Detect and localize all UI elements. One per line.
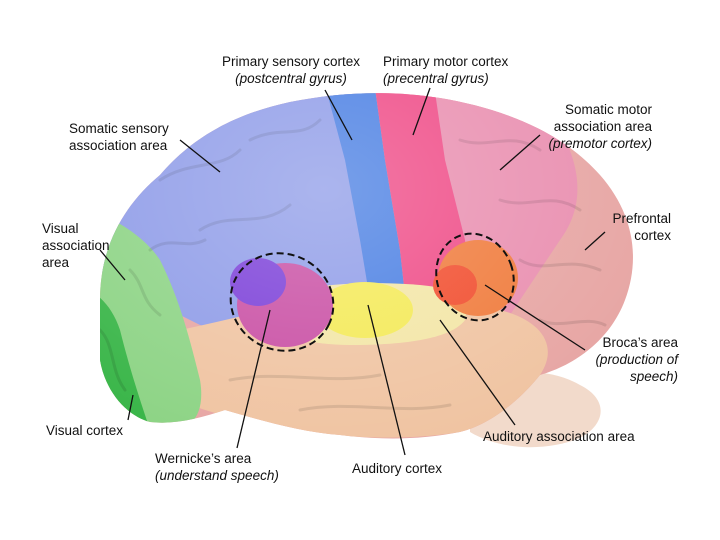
label-auditory-assoc-title: Auditory association area — [483, 429, 635, 444]
label-somatic-motor-sub: (premotor cortex) — [548, 136, 652, 151]
label-prefrontal-line2: cortex — [634, 228, 671, 243]
label-wernicke-title: Wernicke’s area — [155, 451, 252, 466]
leader-somatic-motor — [499, 134, 541, 171]
label-primary-motor-cortex: Primary motor cortex (precentral gyrus) — [383, 53, 508, 87]
broca-outline — [435, 232, 515, 322]
label-primary-sensory-cortex: Primary sensory cortex (postcentral gyru… — [222, 53, 360, 87]
label-visual-assoc-line2: association — [42, 238, 110, 253]
label-primary-sensory-title: Primary sensory cortex — [222, 54, 361, 69]
leader-somatic-sensory — [179, 139, 221, 173]
label-primary-motor-title: Primary motor cortex — [383, 54, 509, 69]
label-visual-assoc-line1: Visual — [42, 221, 79, 236]
label-somatic-motor-association: Somatic motor association area (premotor… — [548, 101, 652, 152]
label-wernickes-area: Wernicke’s area (understand speech) — [155, 450, 279, 484]
leader-broca — [484, 284, 586, 351]
label-auditory-association-area: Auditory association area — [483, 428, 635, 445]
leader-auditory-assoc — [439, 319, 516, 426]
label-broca-title: Broca’s area — [602, 335, 678, 350]
leader-wernicke — [236, 309, 271, 449]
label-visual-cortex-title: Visual cortex — [46, 423, 124, 438]
label-prefrontal-line1: Prefrontal — [612, 211, 671, 226]
label-visual-cortex: Visual cortex — [46, 422, 123, 439]
label-visual-association: Visual association area — [42, 220, 110, 271]
label-brocas-area: Broca’s area (production of speech) — [595, 334, 678, 385]
label-somatic-sensory-line1: Somatic sensory — [69, 121, 169, 136]
label-auditory-cortex: Auditory cortex — [352, 460, 442, 477]
label-auditory-cortex-title: Auditory cortex — [352, 461, 443, 476]
label-broca-sub2: speech) — [629, 369, 678, 384]
label-somatic-sensory-association: Somatic sensory association area — [69, 120, 169, 154]
label-wernicke-sub: (understand speech) — [155, 468, 279, 483]
label-somatic-motor-line2: association area — [553, 119, 652, 134]
leader-auditory-cortex — [367, 304, 406, 456]
label-primary-sensory-sub: (postcentral gyrus) — [235, 71, 347, 86]
label-somatic-sensory-line2: association area — [69, 138, 168, 153]
leader-prefrontal — [584, 231, 606, 251]
leader-lines — [99, 87, 606, 456]
label-primary-motor-sub: (precentral gyrus) — [383, 71, 489, 86]
leader-primary-sensory — [324, 89, 353, 141]
leader-visual-assoc — [99, 249, 126, 281]
label-prefrontal-cortex: Prefrontal cortex — [612, 210, 671, 244]
leader-visual-cortex — [127, 394, 134, 421]
leader-primary-motor — [412, 87, 431, 136]
label-somatic-motor-line1: Somatic motor — [564, 102, 652, 117]
label-visual-assoc-line3: area — [42, 255, 70, 270]
label-broca-sub1: (production of — [595, 352, 678, 367]
